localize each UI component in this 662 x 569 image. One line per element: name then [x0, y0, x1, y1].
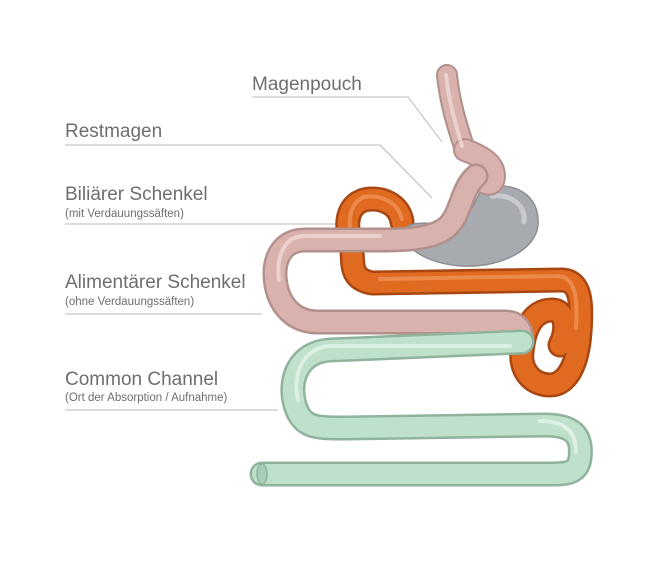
biliary-limb-highlight	[347, 194, 579, 330]
label-biliaer-title: Biliärer Schenkel	[65, 184, 208, 205]
pouch-and-alimentary-limb	[262, 64, 535, 355]
common-channel-body	[252, 332, 591, 484]
leader-restmagen	[65, 144, 433, 199]
label-restmagen: Restmagen	[65, 121, 162, 142]
label-common-title: Common Channel	[65, 369, 218, 390]
biliary-limb	[335, 186, 594, 398]
leader-lines	[65, 96, 443, 411]
alimentary-limb-highlight	[276, 73, 464, 282]
common-channel-end	[256, 463, 268, 485]
remnant-stomach-shine	[489, 193, 527, 225]
leader-magenpouch	[252, 96, 443, 143]
label-alimentaer-title: Alimentärer Schenkel	[65, 272, 246, 293]
label-common-subtitle: (Ort der Absorption / Aufnahme)	[65, 392, 228, 404]
common-channel	[249, 329, 593, 487]
labels: Magenpouch Restmagen Biliärer Schenkel (…	[65, 74, 362, 404]
label-alimentaer-subtitle: (ohne Verdauungssäften)	[65, 296, 194, 308]
label-magenpouch: Magenpouch	[252, 74, 362, 95]
label-biliaer-subtitle: (mit Verdauungssäften)	[65, 208, 184, 220]
common-channel-highlight	[294, 344, 578, 454]
